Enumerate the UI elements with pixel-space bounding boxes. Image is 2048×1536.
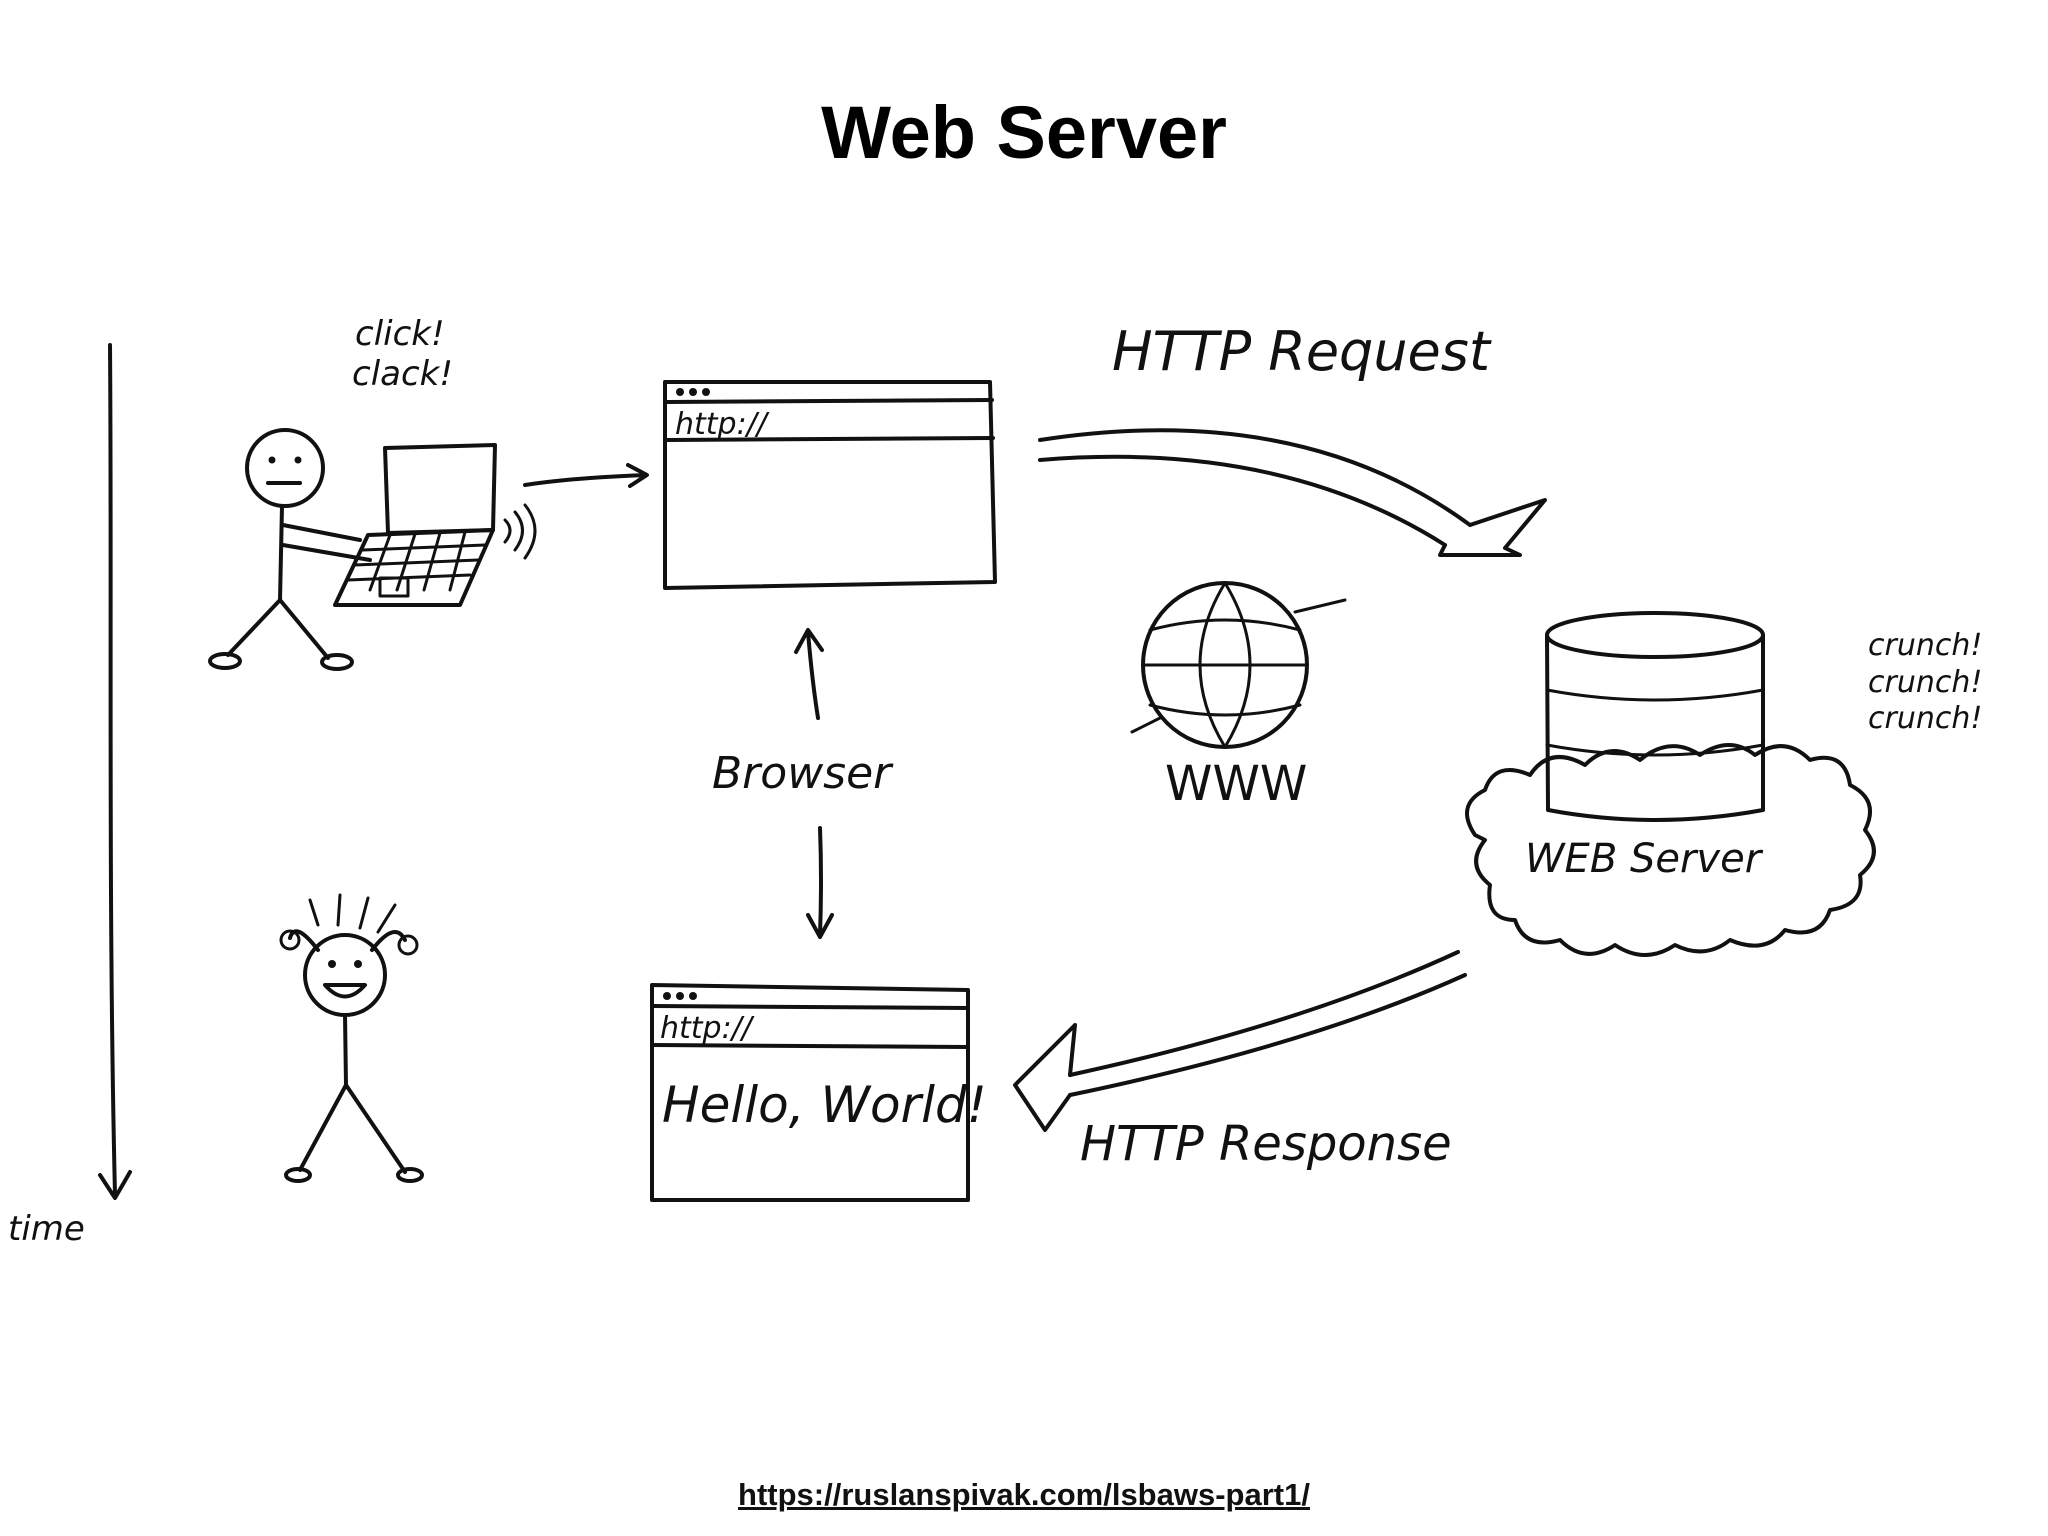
browser-window-top: http://: [663, 380, 997, 590]
window-dot-icon: [676, 388, 684, 396]
source-link[interactable]: https://ruslanspivak.com/lsbaws-part1/: [738, 1477, 1310, 1512]
user-sound-click: click!: [355, 314, 445, 354]
http-request-label: HTTP Request: [1112, 320, 1492, 383]
user-sound-clack: clack!: [352, 354, 453, 394]
browser-top-url: http://: [675, 407, 770, 442]
browser-bottom-url: http://: [660, 1011, 755, 1046]
user-with-laptop: click! clack!: [208, 314, 537, 671]
server-sound-3: crunch!: [1868, 701, 1982, 736]
www-label: WWW: [1165, 756, 1307, 812]
window-dot-icon: [676, 992, 684, 1000]
window-dot-icon: [702, 388, 710, 396]
time-axis: time: [8, 343, 132, 1249]
time-label: time: [8, 1209, 85, 1249]
arrow-to-browser: [523, 463, 649, 488]
server-sound-2: crunch!: [1868, 665, 1982, 700]
browser-window-bottom: http:// Hello, World!: [650, 983, 987, 1202]
web-server: WEB Server crunch! crunch! crunch!: [1465, 611, 1982, 957]
http-request-arrow: HTTP Request: [1038, 320, 1547, 557]
window-dot-icon: [689, 388, 697, 396]
http-response-label: HTTP Response: [1080, 1116, 1452, 1172]
happy-user: [279, 893, 424, 1183]
www-globe: WWW: [1130, 581, 1347, 812]
server-label: WEB Server: [1525, 836, 1764, 882]
page-title: Web Server: [821, 91, 1227, 174]
window-dot-icon: [689, 992, 697, 1000]
server-sound-1: crunch!: [1868, 628, 1982, 663]
http-response-arrow: HTTP Response: [1013, 950, 1467, 1172]
browser-label: Browser: [712, 748, 894, 799]
window-dot-icon: [663, 992, 671, 1000]
browser-content: Hello, World!: [662, 1076, 987, 1134]
browser-annotation: Browser: [712, 628, 894, 939]
